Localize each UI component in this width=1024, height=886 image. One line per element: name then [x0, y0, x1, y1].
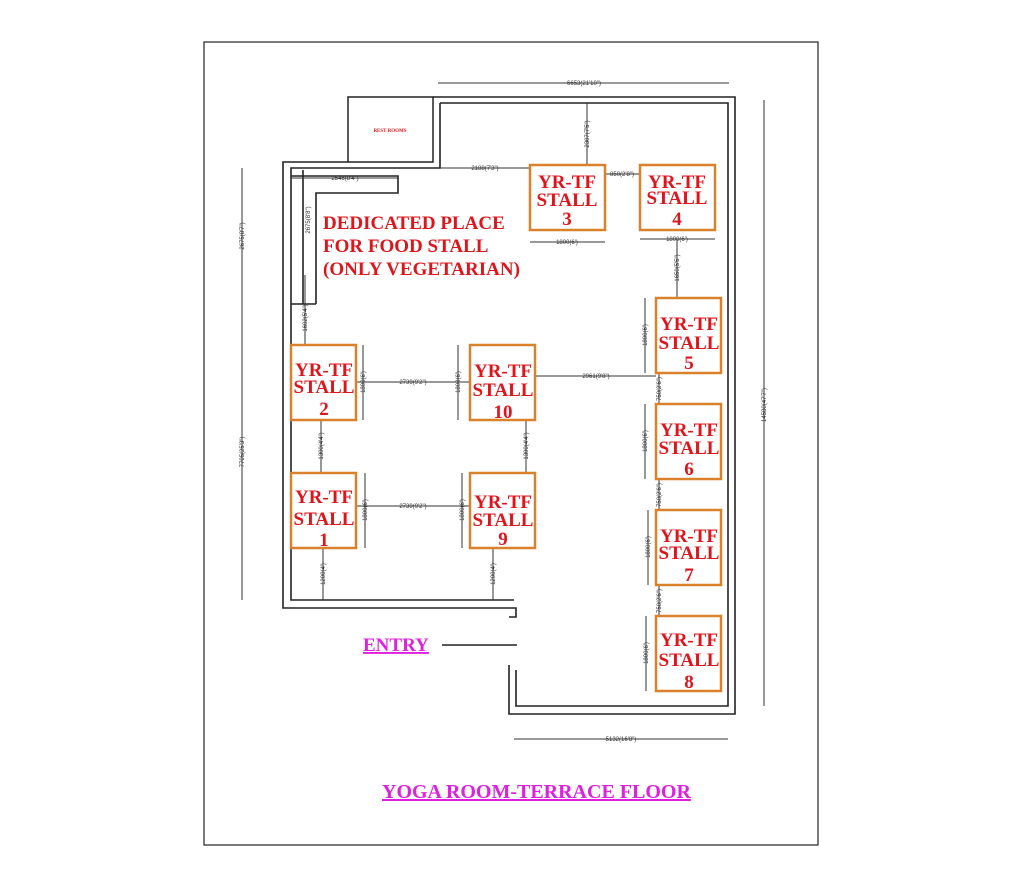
svg-text:1800(6'): 1800(6')	[363, 499, 369, 521]
rest-rooms-label: REST ROOMS	[373, 129, 406, 134]
svg-text:2188(7'3"): 2188(7'3")	[471, 166, 498, 172]
svg-text:YR-TF: YR-TF	[648, 172, 706, 193]
svg-text:7: 7	[684, 565, 694, 586]
svg-text:4: 4	[672, 209, 682, 230]
svg-text:2961(9'8"): 2961(9'8")	[582, 374, 609, 380]
svg-text:1: 1	[319, 530, 329, 551]
svg-text:1800(6'): 1800(6')	[556, 240, 578, 246]
food-stall-note: DEDICATED PLACE FOR FOOD STALL (ONLY VEG…	[323, 213, 520, 280]
svg-text:2307(7'5"): 2307(7'5")	[585, 120, 591, 147]
svg-text:YR-TF: YR-TF	[660, 314, 718, 335]
svg-text:750(2'6"): 750(2'6")	[657, 589, 663, 613]
building-walls	[282, 96, 736, 715]
svg-text:STALL: STALL	[659, 438, 720, 459]
svg-text:DEDICATED PLACE: DEDICATED PLACE	[323, 213, 505, 234]
svg-text:1800(6'): 1800(6')	[361, 371, 367, 393]
svg-text:STALL: STALL	[294, 377, 355, 398]
svg-text:2675(8'7"): 2675(8'7")	[240, 222, 246, 249]
svg-text:STALL: STALL	[659, 333, 720, 354]
svg-text:2739(9'2"): 2739(9'2")	[399, 504, 426, 510]
svg-text:1650(5'5"): 1650(5'5")	[675, 254, 681, 281]
svg-text:750(2'6"): 750(2'6")	[657, 483, 663, 507]
svg-text:1200(4'): 1200(4')	[321, 563, 327, 585]
svg-text:STALL: STALL	[537, 190, 598, 211]
svg-text:6653(21'10"): 6653(21'10")	[567, 81, 601, 87]
svg-text:1800(6'): 1800(6')	[644, 642, 650, 664]
svg-text:1300(4'4"): 1300(4'4")	[319, 432, 325, 459]
svg-text:YR-TF: YR-TF	[660, 420, 718, 441]
svg-text:1200(4'): 1200(4')	[491, 563, 497, 585]
svg-text:YR-TF: YR-TF	[295, 487, 353, 508]
svg-text:1800(6'): 1800(6')	[460, 499, 466, 521]
svg-text:STALL: STALL	[659, 543, 720, 564]
svg-text:YR-TF: YR-TF	[660, 526, 718, 547]
svg-text:2739(9'2"): 2739(9'2")	[399, 380, 426, 386]
svg-text:STALL: STALL	[473, 510, 534, 531]
svg-text:STALL: STALL	[294, 509, 355, 530]
svg-text:9: 9	[498, 529, 508, 550]
svg-text:850(2'8"): 850(2'8")	[610, 172, 634, 178]
svg-text:YR-TF: YR-TF	[538, 172, 596, 193]
svg-text:YR-TF: YR-TF	[474, 361, 532, 382]
svg-text:1300(4'4"): 1300(4'4")	[524, 432, 530, 459]
svg-text:7705(25'3"): 7705(25'3")	[240, 437, 246, 468]
entry-label: ENTRY	[363, 635, 429, 656]
sheet-border	[203, 41, 819, 846]
svg-text:6: 6	[684, 459, 694, 480]
svg-text:14580(47'7"): 14580(47'7")	[762, 388, 768, 422]
svg-text:8: 8	[684, 672, 694, 693]
svg-text:STALL: STALL	[473, 380, 534, 401]
svg-text:3: 3	[562, 209, 572, 230]
svg-text:STALL: STALL	[659, 650, 720, 671]
svg-text:YR-TF: YR-TF	[295, 360, 353, 381]
rest-rooms: REST ROOMS	[347, 96, 434, 163]
svg-text:2675(8'8"): 2675(8'8")	[306, 206, 312, 233]
svg-text:YR-TF: YR-TF	[474, 492, 532, 513]
svg-text:10: 10	[494, 402, 513, 423]
svg-text:1800(6'): 1800(6')	[643, 430, 649, 452]
svg-text:(ONLY VEGETARIAN): (ONLY VEGETARIAN)	[323, 259, 520, 280]
svg-text:FOR FOOD STALL: FOR FOOD STALL	[323, 236, 488, 257]
page-title: YOGA ROOM-TERRACE FLOOR	[382, 781, 691, 803]
dimension-lines: 6653(21'10") 14580(47'7") 2675(8'7") 770…	[240, 81, 768, 743]
svg-text:1602(5'4"): 1602(5'4")	[303, 304, 309, 331]
svg-text:2: 2	[319, 399, 329, 420]
svg-text:2545(8'4"): 2545(8'4")	[331, 176, 358, 182]
svg-text:1800(6'): 1800(6')	[646, 536, 652, 558]
svg-text:5132(16'8"): 5132(16'8")	[606, 737, 637, 743]
svg-text:5: 5	[684, 353, 694, 374]
svg-text:STALL: STALL	[647, 188, 708, 209]
svg-text:1800(6'): 1800(6')	[643, 324, 649, 346]
svg-text:1800(6'): 1800(6')	[456, 371, 462, 393]
svg-text:YR-TF: YR-TF	[660, 630, 718, 651]
svg-text:750(2'6"): 750(2'6")	[657, 377, 663, 401]
